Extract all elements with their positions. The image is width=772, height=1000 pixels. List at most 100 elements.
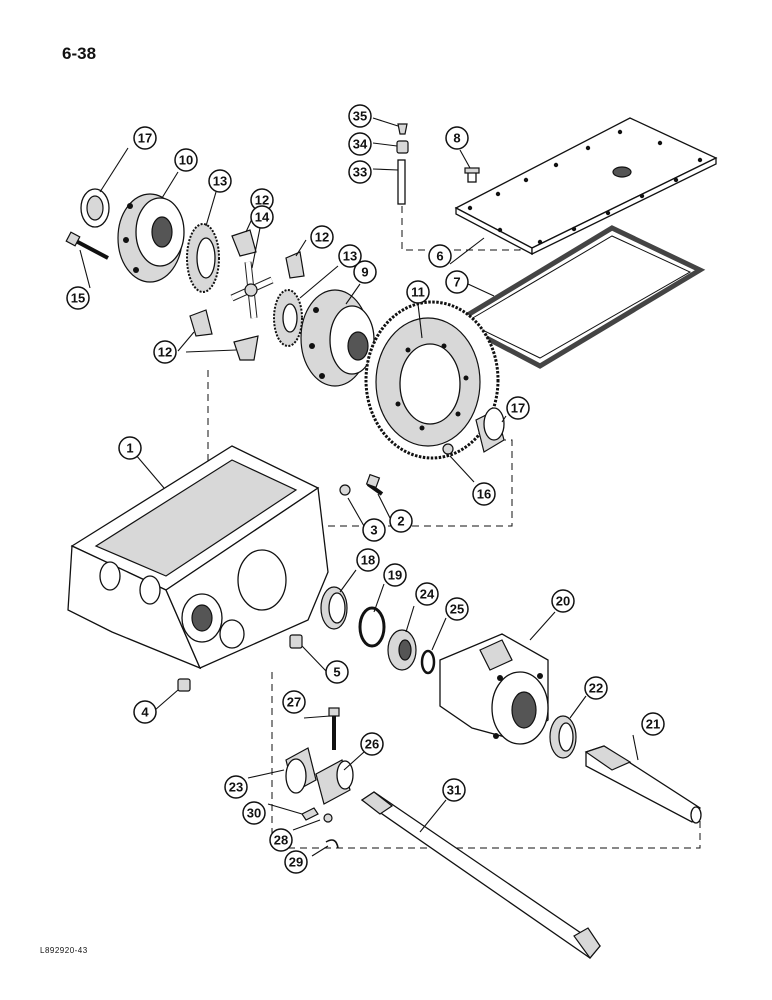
axle-shaft-part-21 xyxy=(584,745,702,824)
bearing-cone-part-17-upper xyxy=(80,188,110,228)
callout-8: 8 xyxy=(445,126,469,150)
callout-17-upper: 17 xyxy=(133,126,157,150)
callout-18: 18 xyxy=(356,548,380,572)
seal-part-18 xyxy=(320,586,348,630)
pinion-gear-part-12-top xyxy=(231,229,257,257)
snap-ring-part-25 xyxy=(420,649,436,675)
nut-part-16 xyxy=(442,443,454,455)
drive-shaft-part-31 xyxy=(360,791,601,959)
svg-text:35: 35 xyxy=(353,109,367,124)
svg-text:12: 12 xyxy=(255,193,269,208)
stud-part-33 xyxy=(397,159,406,205)
differential-case-part-10 xyxy=(117,193,185,283)
ring-gear-part-11 xyxy=(364,300,500,460)
svg-text:27: 27 xyxy=(287,695,301,710)
svg-text:13: 13 xyxy=(343,249,357,264)
side-gear-part-13-left xyxy=(186,223,220,293)
callout-25: 25 xyxy=(445,597,469,621)
callout-10: 10 xyxy=(174,148,198,172)
bearing-part-24 xyxy=(387,629,417,671)
bolt-part-27 xyxy=(328,707,340,750)
svg-text:28: 28 xyxy=(274,833,288,848)
callout-13-left: 13 xyxy=(208,169,232,193)
svg-text:15: 15 xyxy=(71,291,85,306)
coupling-part-23 xyxy=(285,747,317,794)
callout-22: 22 xyxy=(584,676,608,700)
svg-text:23: 23 xyxy=(229,780,243,795)
callout-2: 2 xyxy=(389,509,413,533)
differential-case-part-9 xyxy=(300,289,375,387)
fitting-part-35 xyxy=(397,123,408,135)
svg-text:8: 8 xyxy=(453,131,460,146)
housing-part-1 xyxy=(67,445,329,670)
plug-part-5 xyxy=(289,634,303,649)
callout-24: 24 xyxy=(415,582,439,606)
callout-21: 21 xyxy=(641,712,665,736)
callout-17-lower: 17 xyxy=(506,396,530,420)
top-cover-part-6 xyxy=(454,117,718,256)
svg-text:14: 14 xyxy=(255,210,270,225)
svg-text:13: 13 xyxy=(213,174,227,189)
callout-31: 31 xyxy=(442,778,466,802)
svg-text:19: 19 xyxy=(388,568,402,583)
callout-35: 35 xyxy=(348,104,372,128)
callout-7: 7 xyxy=(445,270,469,294)
bolt-part-15 xyxy=(65,231,109,260)
axle-housing-part-20 xyxy=(439,633,549,745)
svg-text:7: 7 xyxy=(453,275,460,290)
callout-9: 9 xyxy=(353,260,377,284)
svg-text:17: 17 xyxy=(511,401,525,416)
bushing-part-34 xyxy=(396,140,409,154)
svg-text:10: 10 xyxy=(179,153,193,168)
svg-text:25: 25 xyxy=(450,602,464,617)
callout-12-right: 12 xyxy=(310,225,334,249)
svg-text:22: 22 xyxy=(589,681,603,696)
washer-part-3 xyxy=(339,484,351,496)
bolt-part-2 xyxy=(365,473,384,496)
callout-27: 27 xyxy=(282,690,306,714)
callout-5: 5 xyxy=(325,660,349,684)
bearing-cone-part-17-lower xyxy=(475,407,505,453)
clip-part-29 xyxy=(325,839,339,849)
svg-text:30: 30 xyxy=(247,806,261,821)
side-gear-part-13-right xyxy=(273,289,303,347)
page-number: 6-38 xyxy=(62,44,97,63)
callout-16: 16 xyxy=(472,482,496,506)
svg-text:12: 12 xyxy=(315,230,329,245)
svg-text:34: 34 xyxy=(353,137,368,152)
callout-1: 1 xyxy=(118,436,142,460)
callout-14: 14 xyxy=(250,205,274,229)
svg-text:17: 17 xyxy=(138,131,152,146)
callout-28: 28 xyxy=(269,828,293,852)
cover-bolt-part-8 xyxy=(464,167,480,183)
callout-19: 19 xyxy=(383,563,407,587)
figure-code: L892920-43 xyxy=(40,946,88,955)
svg-text:5: 5 xyxy=(333,665,340,680)
callout-3: 3 xyxy=(362,518,386,542)
svg-text:16: 16 xyxy=(477,487,491,502)
svg-text:21: 21 xyxy=(646,717,660,732)
callout-20: 20 xyxy=(551,589,575,613)
callout-11: 11 xyxy=(406,280,430,304)
pin-part-30 xyxy=(301,807,319,821)
svg-text:3: 3 xyxy=(370,523,377,538)
callout-23: 23 xyxy=(224,775,248,799)
seal-part-22 xyxy=(549,715,577,759)
callout-12-left: 12 xyxy=(153,340,177,364)
callout-13-right: 13 xyxy=(338,244,362,268)
pinion-gear-part-12-bottom xyxy=(233,335,259,361)
svg-text:2: 2 xyxy=(397,514,404,529)
nut-part-28 xyxy=(323,813,333,823)
gasket-part-7 xyxy=(450,225,706,369)
callout-34: 34 xyxy=(348,132,372,156)
svg-text:12: 12 xyxy=(158,345,172,360)
svg-text:9: 9 xyxy=(361,265,368,280)
callout-12-top: 12 xyxy=(250,188,274,212)
svg-text:26: 26 xyxy=(365,737,379,752)
callout-30: 30 xyxy=(242,801,266,825)
svg-text:33: 33 xyxy=(353,165,367,180)
pinion-gear-part-12-left xyxy=(189,309,213,337)
callout-leaders xyxy=(79,117,639,857)
plug-part-4 xyxy=(177,678,191,692)
svg-text:20: 20 xyxy=(556,594,570,609)
